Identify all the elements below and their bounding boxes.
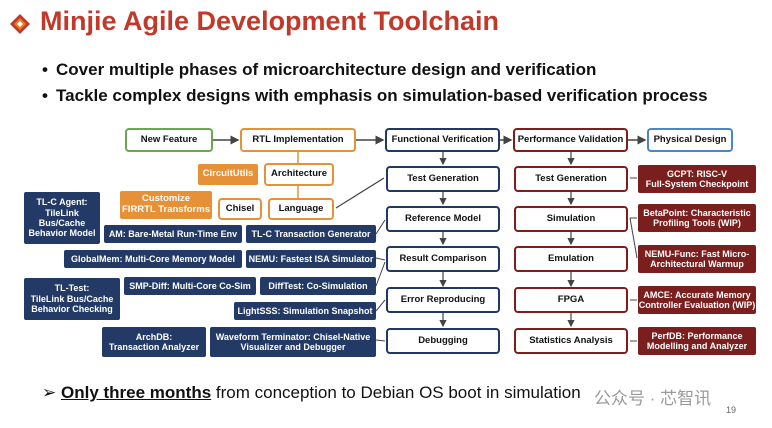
watermark: 公众号 · 芯智讯	[594, 389, 712, 408]
perf-test-generation: Test Generation	[514, 166, 628, 192]
func-error-reproducing: Error Reproducing	[386, 287, 500, 313]
footer-highlight: Only three months	[60, 383, 212, 402]
logo-icon	[10, 14, 30, 34]
page-number: 19	[725, 405, 736, 415]
customize-firrtl-box: Customize FIRRTL Transforms	[120, 191, 212, 219]
waveform-terminator-box: Waveform Terminator: Chisel-Native Visua…	[210, 327, 376, 357]
tl-test-box: TL-Test: TileLink Bus/Cache Behavior Che…	[24, 278, 120, 320]
bullet-2-text: Tackle complex designs with emphasis on …	[56, 86, 708, 105]
phase-functional-verification: Functional Verification	[385, 128, 500, 152]
perf-fpga: FPGA	[514, 287, 628, 313]
func-reference-model: Reference Model	[386, 206, 500, 232]
difftest-box: DiffTest: Co-Simulation	[260, 277, 376, 295]
page-title: Minjie Agile Development Toolchain	[40, 6, 500, 36]
nemu-func-box: NEMU-Func: Fast Micro- Architectural War…	[638, 245, 756, 273]
func-debugging: Debugging	[386, 328, 500, 354]
perf-statistics-analysis: Statistics Analysis	[514, 328, 628, 354]
func-result-comparison: Result Comparison	[386, 246, 500, 272]
smp-diff-box: SMP-Diff: Multi-Core Co-Sim	[124, 277, 256, 295]
footer-rest: from conception to Debian OS boot in sim…	[211, 383, 581, 402]
footer-arrow-icon: ➢	[42, 383, 57, 402]
language-box: Language	[268, 198, 334, 220]
archdb-box: ArchDB: Transaction Analyzer	[102, 327, 206, 357]
am-box: AM: Bare-Metal Run-Time Env	[104, 225, 242, 243]
bullet-1: •Cover multiple phases of microarchitect…	[42, 60, 597, 79]
phase-physical-design: Physical Design	[647, 128, 733, 152]
phase-performance-validation: Performance Validation	[513, 128, 628, 152]
tlc-agent-box: TL-C Agent: TileLink Bus/Cache Behavior …	[24, 192, 100, 244]
betapoint-box: BetaPoint: Characteristic Profiling Tool…	[638, 204, 756, 232]
architecture-box: Architecture	[264, 163, 334, 186]
bullet-2: •Tackle complex designs with emphasis on…	[42, 86, 708, 105]
perfdb-box: PerfDB: Performance Modelling and Analyz…	[638, 327, 756, 355]
chisel-box: Chisel	[218, 198, 262, 220]
amce-box: AMCE: Accurate Memory Controller Evaluat…	[638, 286, 756, 314]
globalmem-box: GlobalMem: Multi-Core Memory Model	[64, 250, 242, 268]
phase-rtl-implementation: RTL Implementation	[240, 128, 356, 152]
nemu-box: NEMU: Fastest ISA Simulator	[246, 250, 376, 268]
circuitutils-box: CircuitUtils	[198, 164, 258, 185]
perf-emulation: Emulation	[514, 246, 628, 272]
func-test-generation: Test Generation	[386, 166, 500, 192]
gcpt-box: GCPT: RISC-V Full-System Checkpoint	[638, 165, 756, 193]
bullet-1-text: Cover multiple phases of microarchitectu…	[56, 60, 597, 79]
footer-statement: ➢ Only three months from conception to D…	[42, 383, 581, 403]
tlc-generator-box: TL-C Transaction Generator	[246, 225, 376, 243]
phase-new-feature: New Feature	[125, 128, 213, 152]
lightsss-box: LightSSS: Simulation Snapshot	[234, 302, 376, 320]
perf-simulation: Simulation	[514, 206, 628, 232]
